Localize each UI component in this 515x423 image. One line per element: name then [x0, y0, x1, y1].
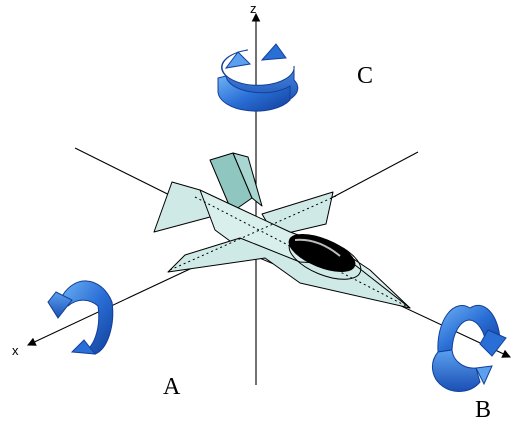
canopy-highlight	[294, 238, 341, 257]
pitch-rotation-arrow-icon	[431, 304, 507, 392]
wing-centerline	[169, 195, 337, 271]
roll-rotation-arrow-icon	[47, 280, 114, 355]
jet-fighter-icon	[153, 152, 411, 309]
label-c: C	[357, 63, 373, 89]
yaw-rotation-arrow-icon	[217, 43, 299, 112]
label-a: A	[163, 374, 181, 400]
label-b: B	[475, 397, 491, 423]
tail-fin-right	[232, 152, 263, 207]
canopy	[288, 234, 356, 272]
x-axis-label: x	[12, 343, 19, 358]
canopy-rim	[288, 236, 362, 280]
z-axis-label: z	[250, 1, 257, 16]
fuselage-centerline	[194, 196, 411, 309]
